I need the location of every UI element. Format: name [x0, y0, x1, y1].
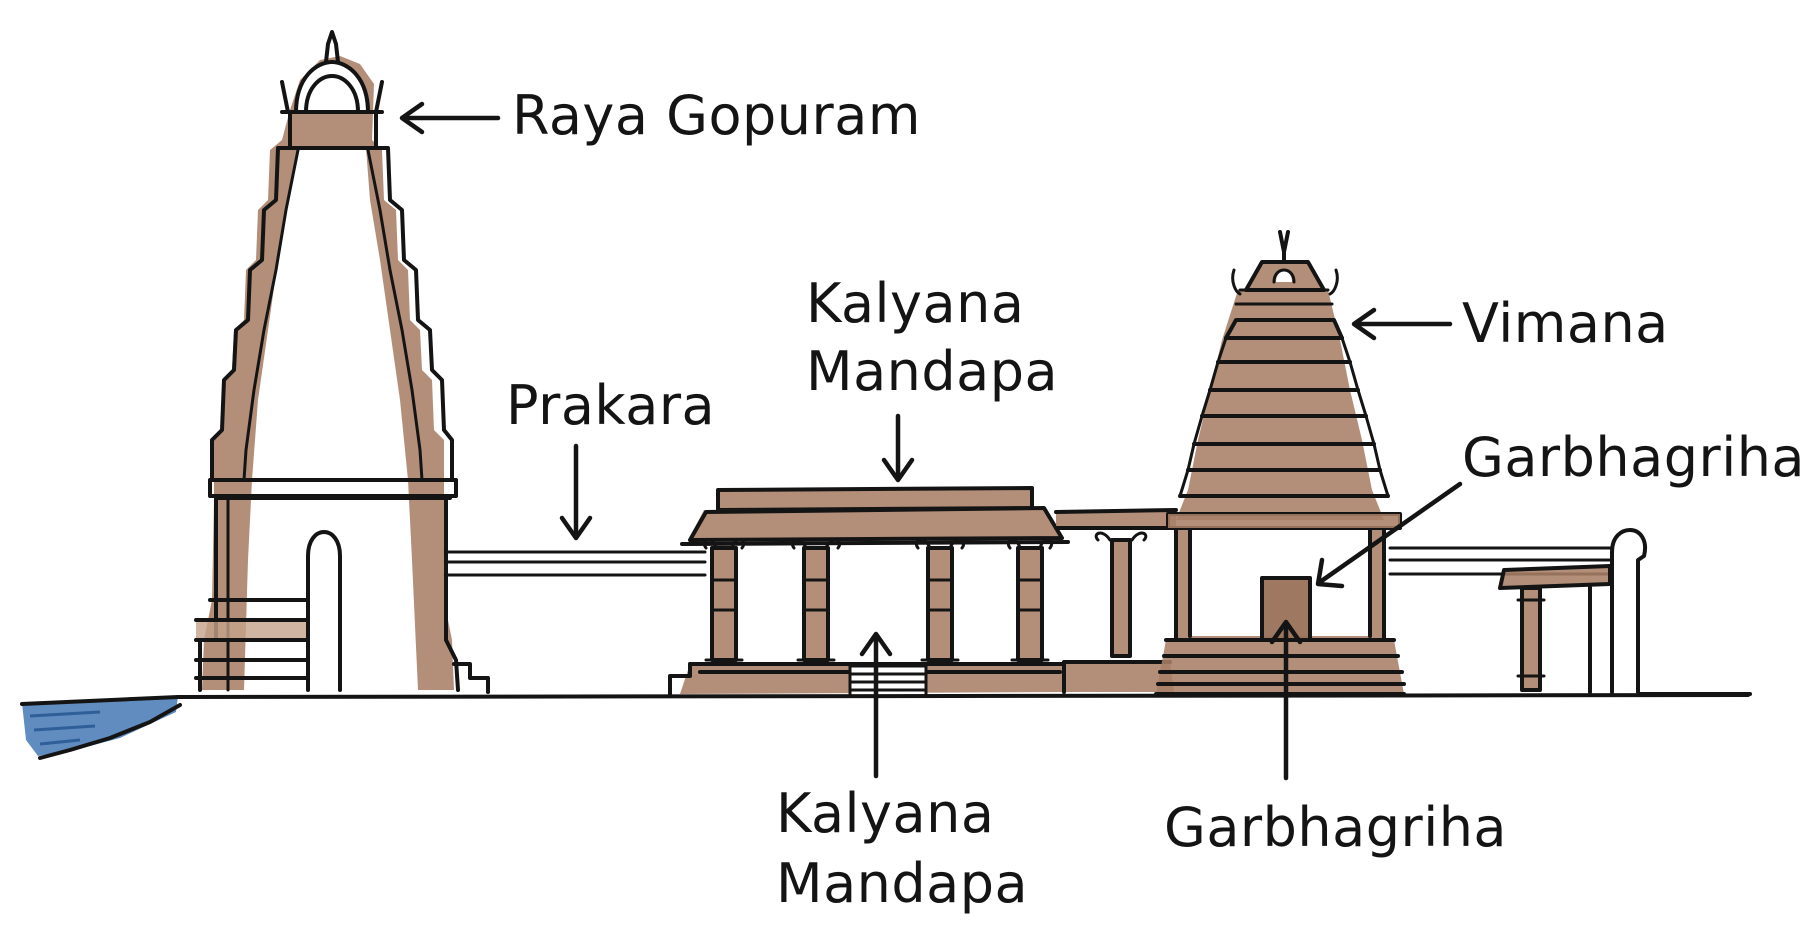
label-garbhagriha-bottom: Garbhagriha	[1164, 796, 1507, 859]
label-kalyana-mandapa-bottom-1: Kalyana	[776, 782, 994, 845]
arrow-kalyana-mandapa-top	[881, 413, 915, 483]
garbhagriha	[1154, 528, 1406, 696]
label-kalyana-mandapa-bottom-2: Mandapa	[776, 852, 1028, 915]
label-garbhagriha-right: Garbhagriha	[1462, 426, 1805, 489]
label-prakara: Prakara	[506, 374, 715, 437]
arrow-garbhagriha-bottom	[1269, 619, 1303, 781]
mandapa-columns	[702, 538, 1054, 662]
label-vimana: Vimana	[1462, 292, 1669, 355]
vimana	[1166, 230, 1402, 530]
kalyana-mandapa	[668, 486, 1178, 696]
water-tank	[20, 695, 182, 760]
arrow-prakara	[559, 443, 593, 541]
raya-gopuram	[194, 30, 490, 694]
ground-line	[176, 693, 1750, 699]
label-kalyana-mandapa-top-2: Mandapa	[806, 340, 1058, 403]
arrow-garbhagriha-right	[1315, 481, 1463, 589]
arrow-kalyana-mandapa-bottom	[859, 631, 893, 779]
arrow-raya-gopuram	[399, 101, 501, 135]
label-raya-gopuram: Raya Gopuram	[512, 84, 921, 147]
label-kalyana-mandapa-top-1: Kalyana	[806, 272, 1024, 335]
arrow-vimana	[1351, 307, 1453, 341]
side-pavilion	[1498, 528, 1752, 696]
